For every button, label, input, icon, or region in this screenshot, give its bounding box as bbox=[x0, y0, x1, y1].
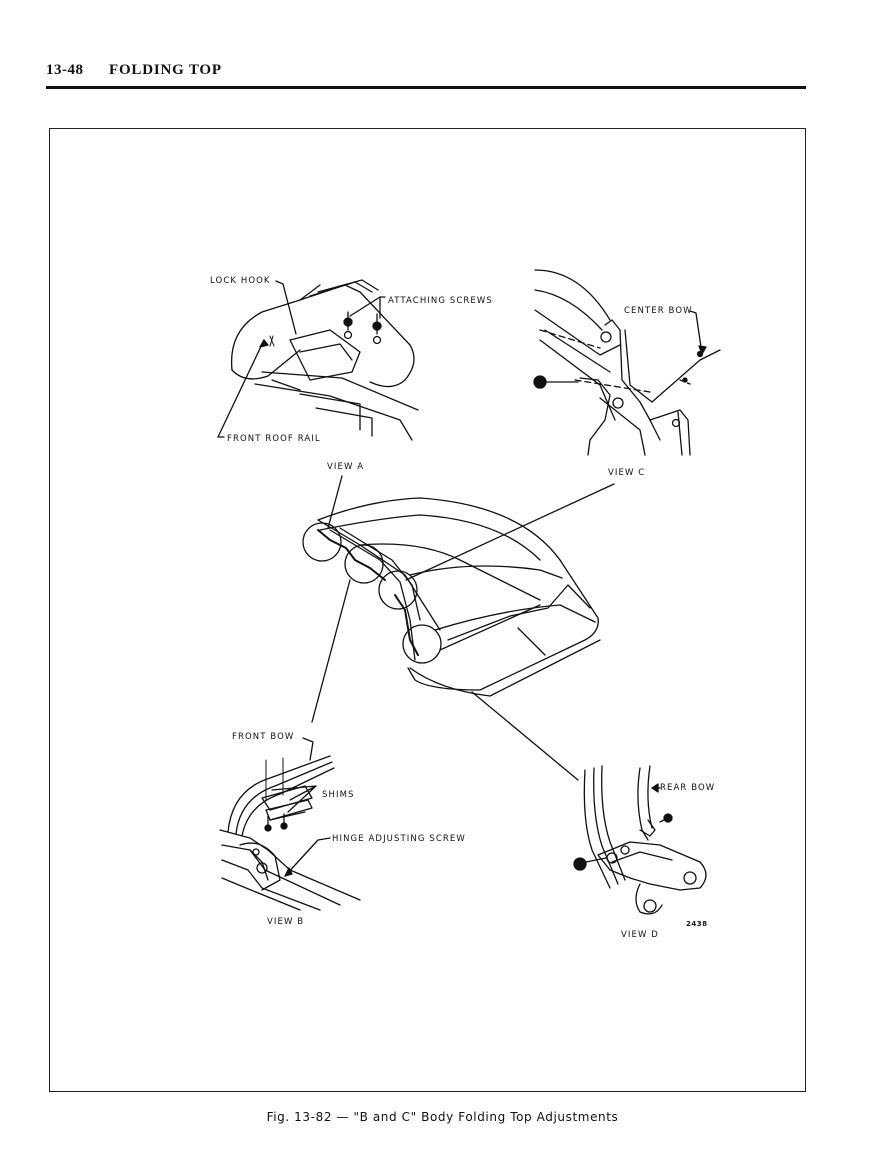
label-view-b: VIEW B bbox=[267, 917, 305, 927]
label-rear-bow: REAR BOW bbox=[660, 783, 716, 793]
page-header: 13-48 FOLDING TOP bbox=[46, 62, 806, 86]
label-hinge-adjusting-screw: HINGE ADJUSTING SCREW bbox=[332, 834, 466, 844]
label-lock-hook: LOCK HOOK bbox=[210, 276, 271, 286]
label-center-bow: CENTER BOW bbox=[624, 306, 693, 316]
view-b-drawing bbox=[219, 737, 361, 911]
view-c-drawing bbox=[533, 269, 721, 456]
label-front-bow: FRONT BOW bbox=[232, 732, 295, 742]
label-shims: SHIMS bbox=[322, 790, 355, 800]
figure-frame bbox=[49, 128, 806, 1092]
page-number: 13-48 bbox=[46, 62, 84, 78]
header-rule bbox=[46, 86, 806, 89]
label-view-c: VIEW C bbox=[608, 468, 646, 478]
overview-drawing bbox=[302, 475, 615, 781]
view-d-drawing bbox=[573, 765, 707, 915]
label-front-roof-rail: FRONT ROOF RAIL bbox=[227, 434, 321, 444]
figure-caption: Fig. 13-82 — "B and C" Body Folding Top … bbox=[266, 1110, 619, 1124]
label-view-d: VIEW D bbox=[621, 930, 659, 940]
view-a-drawing bbox=[217, 279, 419, 441]
label-drawing-number: 2438 bbox=[686, 920, 708, 928]
label-view-a: VIEW A bbox=[327, 462, 365, 472]
label-attaching-screws: ATTACHING SCREWS bbox=[388, 296, 493, 306]
section-title: FOLDING TOP bbox=[109, 62, 222, 78]
